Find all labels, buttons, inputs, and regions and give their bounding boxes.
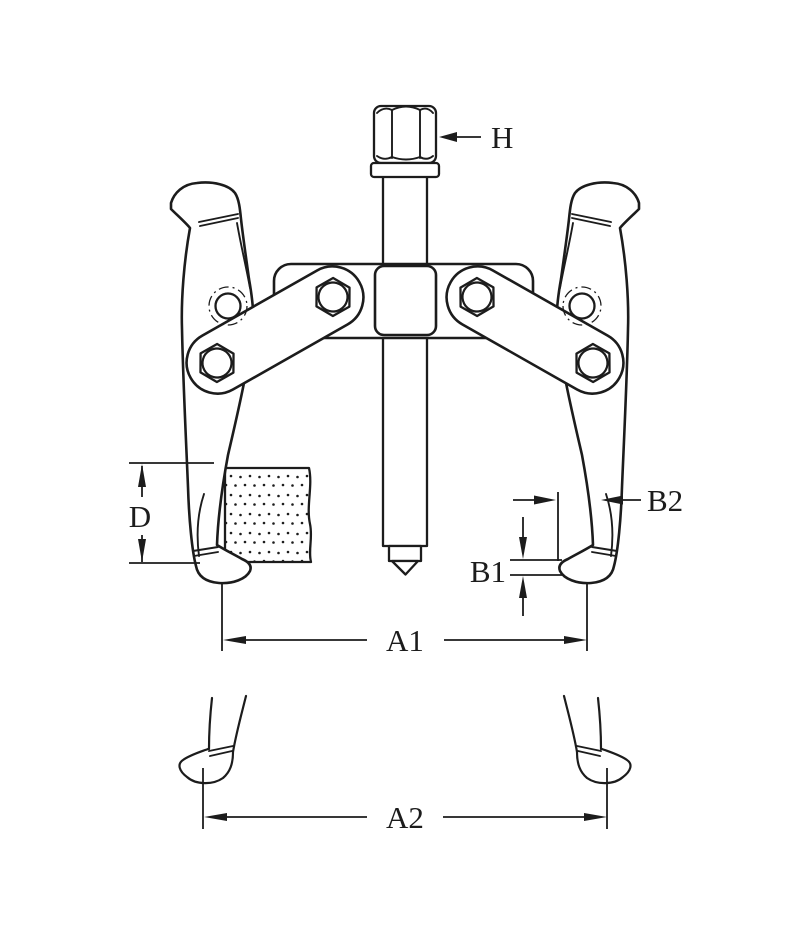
hex-head-top-chamfer — [376, 105, 434, 114]
dim-label-a2: A2 — [386, 800, 424, 835]
dimension-a2: A2 — [202, 768, 608, 835]
hex-head-body — [372, 104, 438, 165]
dim-label-d: D — [129, 499, 151, 534]
reversed-jaw-tip — [178, 694, 248, 785]
pivot-hole — [208, 286, 248, 326]
dimension-b2: B2 — [513, 483, 683, 561]
screw-shaft — [381, 174, 429, 548]
jaw-neck-step-lines — [198, 213, 239, 227]
dimension-b1: B1 — [470, 517, 562, 616]
b1-arrow-up — [519, 576, 527, 598]
a1-arrow-left — [223, 636, 246, 644]
jaw-inner-ridge — [236, 222, 251, 289]
b1-arrow-down — [519, 537, 527, 559]
dim-label-b1: B1 — [470, 554, 506, 589]
a2-arrow-right — [584, 813, 607, 821]
left-assembly — [169, 181, 365, 785]
right-assembly — [434, 181, 641, 785]
dimension-a1: A1 — [221, 584, 588, 658]
dim-label-b2: B2 — [647, 483, 683, 518]
hex-head-washer — [369, 161, 441, 179]
b2-arrow-left — [601, 495, 623, 505]
workpiece — [223, 466, 313, 564]
lower-hex-bolt — [199, 342, 235, 384]
dim-label-a1: A1 — [386, 623, 424, 658]
forcing-screw — [381, 174, 429, 576]
dimension-d: D — [129, 462, 214, 564]
jaw-tip-chamfer-line — [196, 493, 205, 557]
a1-arrow-right — [564, 636, 587, 644]
dimension-h: H — [439, 120, 513, 155]
screw-cone-tip — [390, 559, 420, 576]
hex-head — [369, 104, 441, 179]
h-arrowhead — [439, 132, 457, 142]
d-arrow-up — [138, 464, 146, 487]
d-arrow-down — [138, 539, 146, 562]
reversed-jaw-step-lines — [208, 745, 234, 757]
screw-collar — [387, 544, 423, 563]
a2-arrow-left — [204, 813, 227, 821]
hex-head-bottom-chamfer — [376, 155, 434, 161]
b2-arrow-right — [534, 495, 556, 505]
hex-head-facet-lines — [391, 109, 421, 159]
screw-boss — [373, 264, 438, 337]
upper-hex-bolt — [315, 276, 351, 318]
dim-label-h: H — [491, 120, 513, 155]
workpiece-stipple-fill — [225, 468, 311, 562]
